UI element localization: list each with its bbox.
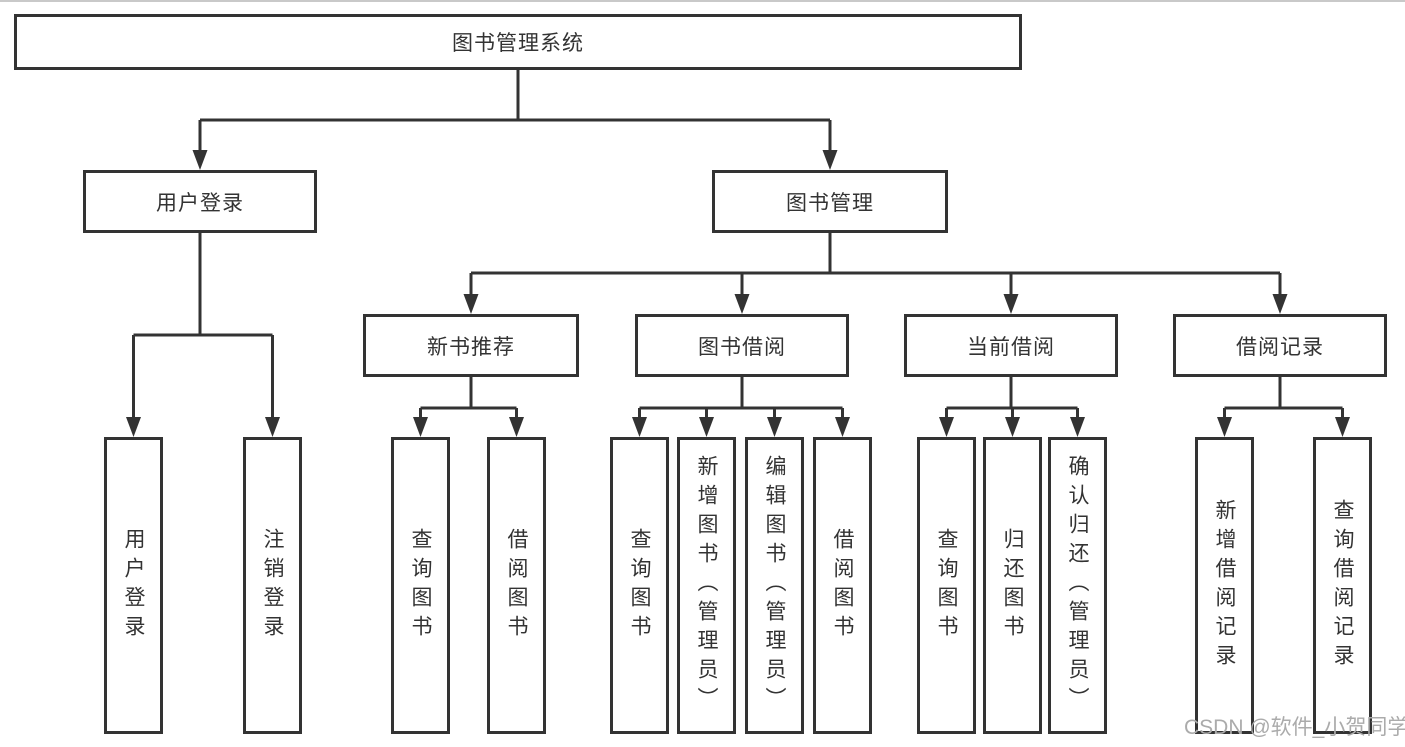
leaf-user-login-label: 用户登录 xyxy=(122,527,145,644)
node-borrow-records-label: 借阅记录 xyxy=(1236,335,1324,359)
leaf-query-borrow-record: 查询借阅记录 xyxy=(1313,437,1372,734)
leaf-recommend-borrow-books: 借阅图书 xyxy=(487,437,546,734)
connector-root-to-level2 xyxy=(192,70,838,170)
leaf-recommend-query-books: 查询图书 xyxy=(391,437,450,734)
leaf-confirm-return-admin: 确认归还（管理员） xyxy=(1048,437,1107,734)
top-edge-line xyxy=(0,0,1405,2)
leaf-edit-book-admin: 编辑图书（管理员） xyxy=(745,437,804,734)
leaf-add-borrow-record: 新增借阅记录 xyxy=(1195,437,1254,734)
leaf-borrow-books: 借阅图书 xyxy=(813,437,872,734)
node-book-borrow-label: 图书借阅 xyxy=(698,335,786,359)
leaf-add-book-admin-label: 新增图书（管理员） xyxy=(695,455,718,716)
node-new-book-recommend: 新书推荐 xyxy=(363,314,579,377)
connector-current-borrow-to-leaves xyxy=(939,377,1085,437)
leaf-current-query-books: 查询图书 xyxy=(917,437,976,734)
node-user-login: 用户登录 xyxy=(83,170,317,233)
leaf-logout-label: 注销登录 xyxy=(261,527,284,644)
node-root: 图书管理系统 xyxy=(14,14,1022,70)
node-book-management: 图书管理 xyxy=(712,170,948,233)
connector-user-login-to-leaves xyxy=(126,233,280,437)
leaf-edit-book-admin-label: 编辑图书（管理员） xyxy=(763,455,786,716)
node-root-label: 图书管理系统 xyxy=(452,32,584,55)
leaf-borrow-query-books-label: 查询图书 xyxy=(628,527,651,644)
leaf-add-book-admin: 新增图书（管理员） xyxy=(677,437,736,734)
leaf-return-book-label: 归还图书 xyxy=(1001,527,1024,644)
node-borrow-records: 借阅记录 xyxy=(1173,314,1387,377)
node-new-book-recommend-label: 新书推荐 xyxy=(427,335,515,359)
node-book-borrow: 图书借阅 xyxy=(635,314,849,377)
connector-borrow-records-to-leaves xyxy=(1217,377,1350,437)
connector-book-borrow-to-leaves xyxy=(632,377,850,437)
csdn-watermark: CSDN @软件_小贺同学 xyxy=(1184,716,1405,739)
leaf-add-borrow-record-label: 新增借阅记录 xyxy=(1213,498,1236,673)
node-book-management-label: 图书管理 xyxy=(786,191,874,215)
connector-new-book-recommend-to-leaves xyxy=(413,377,524,437)
leaf-return-book: 归还图书 xyxy=(983,437,1042,734)
node-current-borrow: 当前借阅 xyxy=(904,314,1118,377)
leaf-user-login: 用户登录 xyxy=(104,437,163,734)
connector-book-management-to-level3 xyxy=(463,233,1288,314)
leaf-confirm-return-admin-label: 确认归还（管理员） xyxy=(1066,455,1089,716)
leaf-logout: 注销登录 xyxy=(243,437,302,734)
leaf-recommend-query-books-label: 查询图书 xyxy=(409,527,432,644)
leaf-current-query-books-label: 查询图书 xyxy=(935,527,958,644)
leaf-query-borrow-record-label: 查询借阅记录 xyxy=(1331,498,1354,673)
leaf-recommend-borrow-books-label: 借阅图书 xyxy=(505,527,528,644)
leaf-borrow-query-books: 查询图书 xyxy=(610,437,669,734)
node-current-borrow-label: 当前借阅 xyxy=(967,335,1055,359)
node-user-login-label: 用户登录 xyxy=(156,191,244,215)
leaf-borrow-books-label: 借阅图书 xyxy=(831,527,854,644)
